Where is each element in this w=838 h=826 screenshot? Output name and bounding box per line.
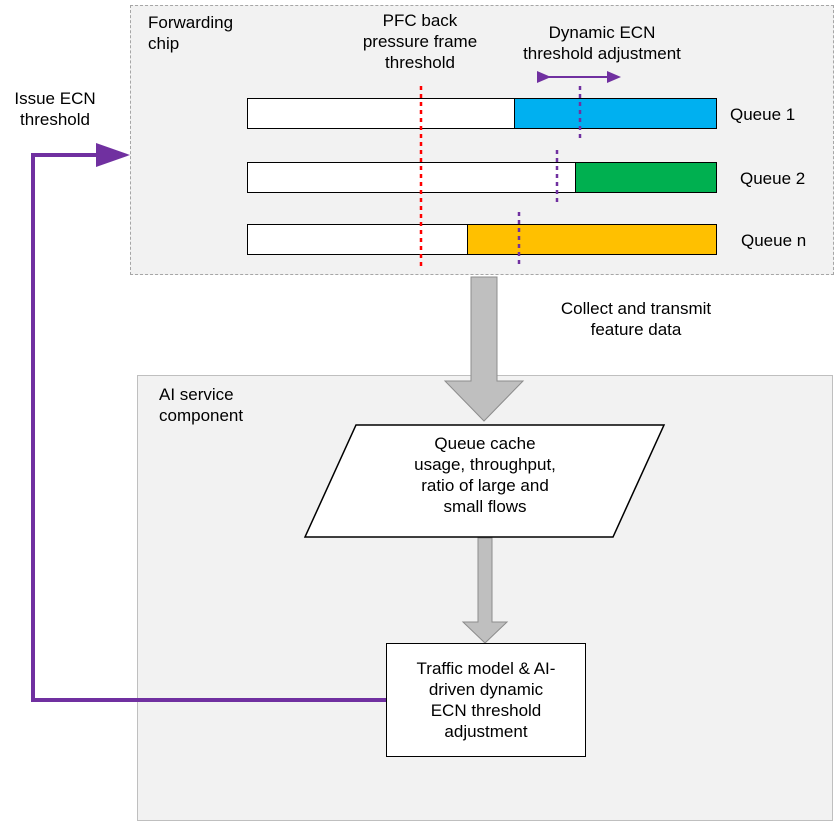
queue-1-fill [513,99,716,128]
queue-n-label: Queue n [741,231,807,250]
forwarding-chip-label: Forwarding chip [148,13,234,53]
dynamic-ecn-label: Dynamic ECN threshold adjustment [523,23,681,63]
traffic-model-text: Traffic model & AI- driven dynamic ECN t… [416,659,556,741]
model-input-arrow [461,537,509,644]
queue-1-label: Queue 1 [730,105,796,124]
queue-n-bar [247,224,717,255]
queue-2-fill [574,163,716,192]
queue-n-fill [466,225,716,254]
feature-data-box [303,424,666,538]
pfc-threshold-label: PFC back pressure frame threshold [362,11,478,72]
queue-1-bar [247,98,717,129]
collect-transmit-label: Collect and transmit feature data [560,299,712,339]
collect-arrow [443,276,525,422]
queue-2-label: Queue 2 [740,169,806,188]
issue-ecn-threshold-label: Issue ECN threshold [14,89,96,129]
queue-2-bar [247,162,717,193]
feature-data-text: Queue cache usage, throughput, ratio of … [414,434,556,516]
ai-service-component-label: AI service component [159,385,244,425]
issue-ecn-feedback-line [31,153,386,702]
issue-ecn-arrowhead [96,143,130,167]
traffic-model-box: Traffic model & AI- driven dynamic ECN t… [386,643,586,757]
